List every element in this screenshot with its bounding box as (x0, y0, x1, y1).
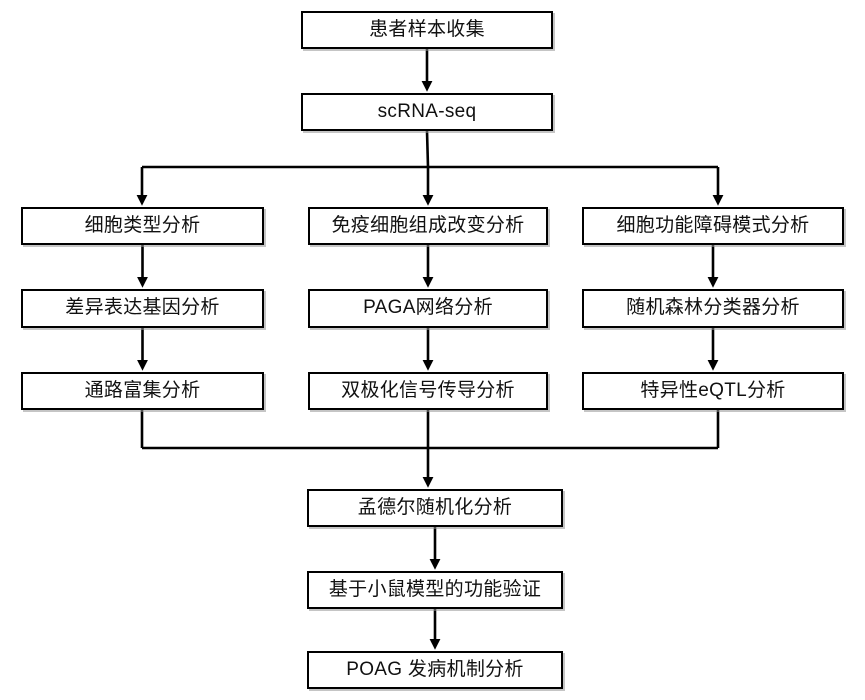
flow-node-n7[interactable]: PAGA网络分析 (308, 289, 548, 328)
flow-node-label: 差异表达基因分析 (65, 297, 220, 319)
flow-node-n4[interactable]: 免疫细胞组成改变分析 (308, 207, 548, 245)
flow-node-n9[interactable]: 通路富集分析 (21, 372, 264, 410)
flow-node-label: PAGA网络分析 (363, 297, 493, 319)
flow-node-label: 孟德尔随机化分析 (357, 496, 513, 518)
flow-node-n10[interactable]: 双极化信号传导分析 (308, 372, 548, 410)
flow-node-label: POAG 发病机制分析 (346, 658, 524, 680)
flow-node-label: 随机森林分类器分析 (626, 297, 800, 319)
flow-node-label: 双极化信号传导分析 (341, 379, 515, 401)
flow-node-n11[interactable]: 特异性eQTL分析 (582, 372, 844, 410)
flow-node-n2[interactable]: scRNA-seq (301, 93, 553, 131)
flow-node-n5[interactable]: 细胞功能障碍模式分析 (582, 207, 844, 245)
flow-node-label: 细胞类型分析 (84, 214, 201, 236)
flow-node-n6[interactable]: 差异表达基因分析 (21, 289, 264, 328)
flow-node-label: 基于小鼠模型的功能验证 (328, 578, 542, 600)
flow-node-n12[interactable]: 孟德尔随机化分析 (307, 489, 563, 527)
flow-node-n8[interactable]: 随机森林分类器分析 (582, 289, 844, 328)
flow-node-n14[interactable]: POAG 发病机制分析 (307, 651, 563, 689)
flow-node-label: 特异性eQTL分析 (640, 379, 786, 401)
flow-node-label: 细胞功能障碍模式分析 (616, 214, 810, 236)
flow-node-label: 患者样本收集 (369, 18, 485, 40)
flow-node-n1[interactable]: 患者样本收集 (301, 11, 553, 49)
flow-node-n3[interactable]: 细胞类型分析 (21, 207, 264, 245)
flow-node-n13[interactable]: 基于小鼠模型的功能验证 (307, 571, 563, 609)
flow-node-label: 通路富集分析 (84, 379, 201, 401)
flow-node-label: 免疫细胞组成改变分析 (331, 214, 525, 236)
flow-edge-e2 (425, 130, 430, 168)
flow-node-label: scRNA-seq (377, 100, 477, 122)
